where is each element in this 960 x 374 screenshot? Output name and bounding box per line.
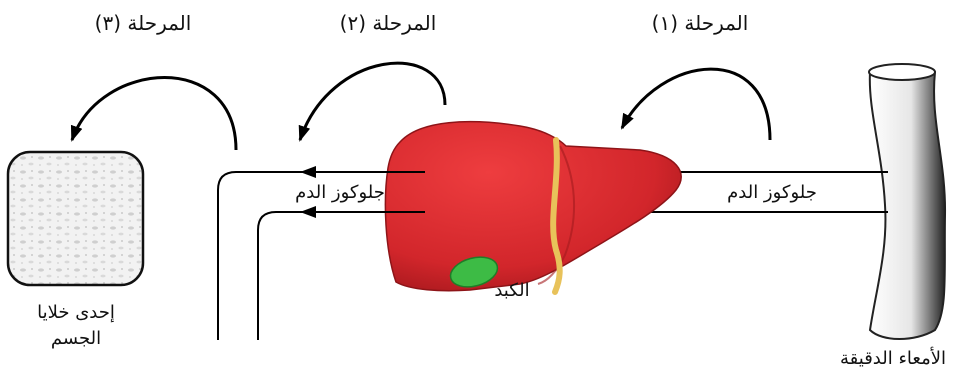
body-cell-label-line2: الجسم — [51, 328, 101, 349]
blood-vessel-channel — [218, 172, 302, 340]
liver-label: الكبد — [494, 280, 529, 301]
stage-2-label: المرحلة (٢) — [340, 11, 437, 35]
small-intestine-illustration — [869, 64, 945, 339]
liver-illustration — [385, 122, 681, 292]
blood-glucose-label-right: جلوكوز الدم — [727, 182, 817, 203]
body-cell-label-line1: إحدى خلايا — [37, 302, 115, 323]
small-intestine-label: الأمعاء الدقيقة — [840, 347, 946, 369]
blood-glucose-label-left: جلوكوز الدم — [295, 182, 385, 203]
body-cell-illustration — [8, 152, 143, 285]
stage-3-label: المرحلة (٣) — [95, 11, 192, 35]
stage-1-label: المرحلة (١) — [652, 11, 749, 35]
